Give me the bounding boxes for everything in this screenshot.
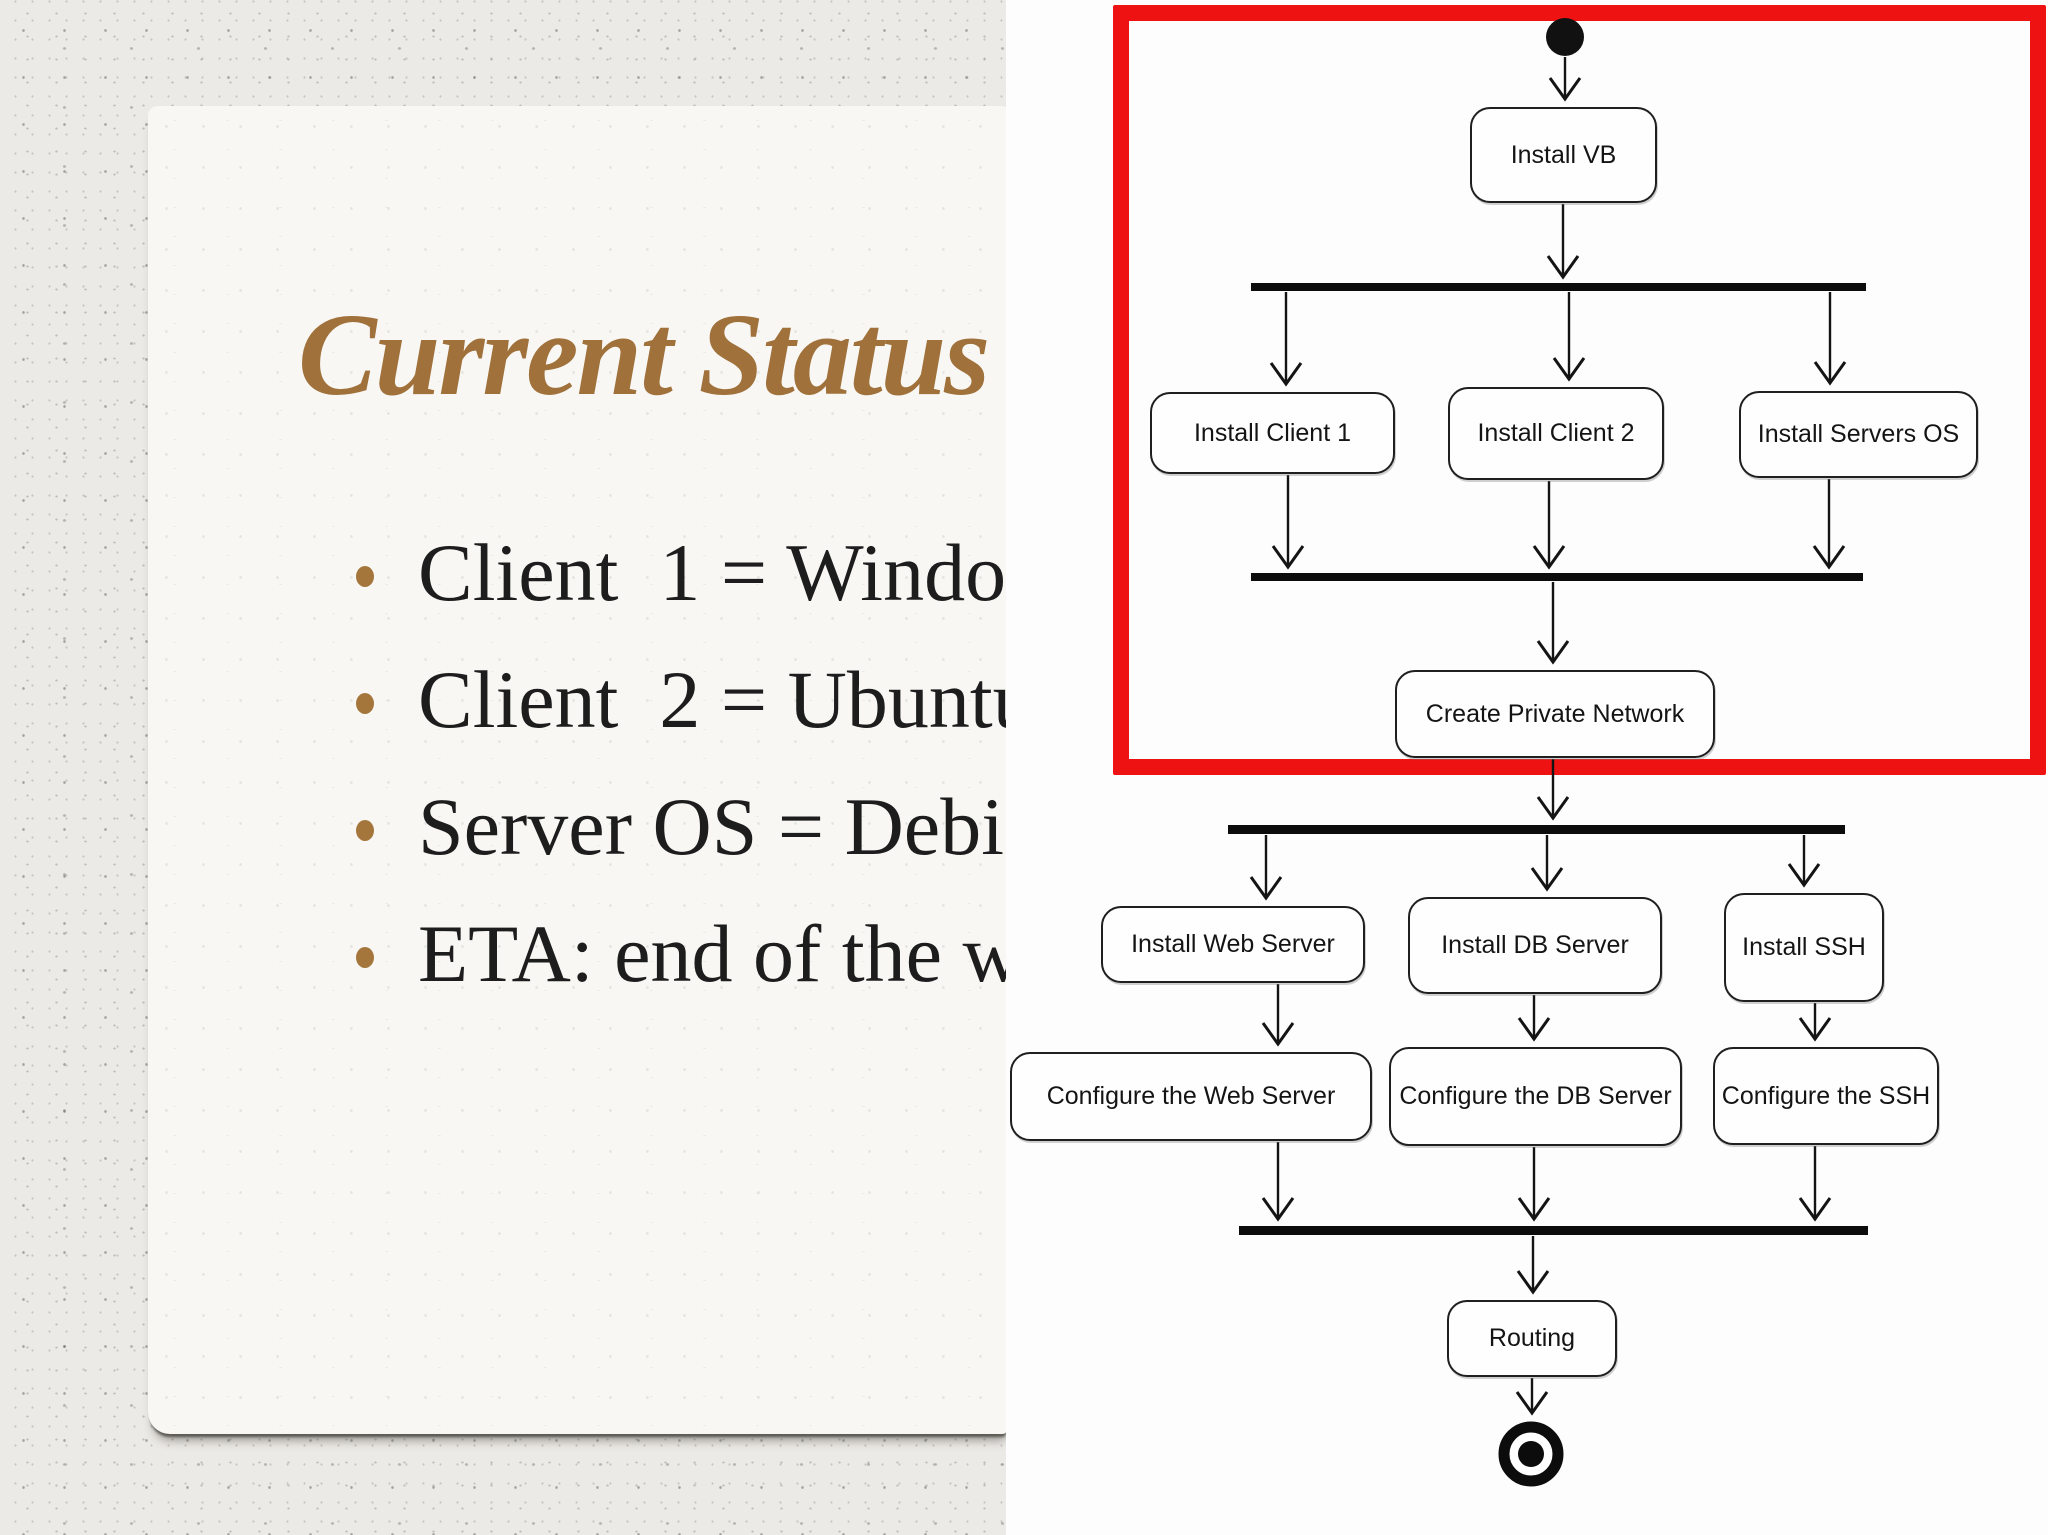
- slide-content-card: Current Status Client 1 = Windows Client…: [148, 106, 1136, 1434]
- bullet-icon: [356, 692, 374, 714]
- bullet-text: Client 2 = Ubuntu: [418, 654, 1034, 745]
- activity-node-install-client1: Install Client 1: [1150, 392, 1395, 474]
- activity-node-install-vb: Install VB: [1470, 107, 1657, 203]
- activity-node-install-web-server: Install Web Server: [1101, 906, 1365, 983]
- activity-node-configure-ssh: Configure the SSH: [1713, 1047, 1939, 1145]
- activity-node-configure-web-server: Configure the Web Server: [1010, 1052, 1372, 1141]
- fork-bar: [1251, 283, 1866, 291]
- slide-title: Current Status: [298, 289, 990, 420]
- fork-bar: [1228, 825, 1845, 834]
- bullet-icon: [356, 819, 374, 841]
- activity-node-install-servers-os: Install Servers OS: [1739, 391, 1978, 478]
- list-item: Client 2 = Ubuntu: [356, 653, 1136, 747]
- activity-node-install-client2: Install Client 2: [1448, 387, 1664, 480]
- activity-node-configure-db-server: Configure the DB Server: [1389, 1047, 1682, 1146]
- end-node-icon: [1518, 1441, 1544, 1467]
- bullet-list: Client 1 = Windows Client 2 = Ubuntu Ser…: [356, 526, 1136, 1034]
- activity-node-create-private-network: Create Private Network: [1395, 670, 1715, 758]
- activity-node-routing: Routing: [1447, 1300, 1617, 1377]
- join-bar: [1251, 573, 1863, 581]
- bullet-icon: [356, 565, 374, 587]
- join-bar: [1239, 1226, 1868, 1235]
- highlight-rectangle: [1113, 5, 2046, 775]
- activity-node-install-db-server: Install DB Server: [1408, 897, 1662, 994]
- activity-node-install-ssh: Install SSH: [1724, 893, 1884, 1002]
- start-node-icon: [1546, 18, 1584, 56]
- bullet-icon: [356, 946, 374, 968]
